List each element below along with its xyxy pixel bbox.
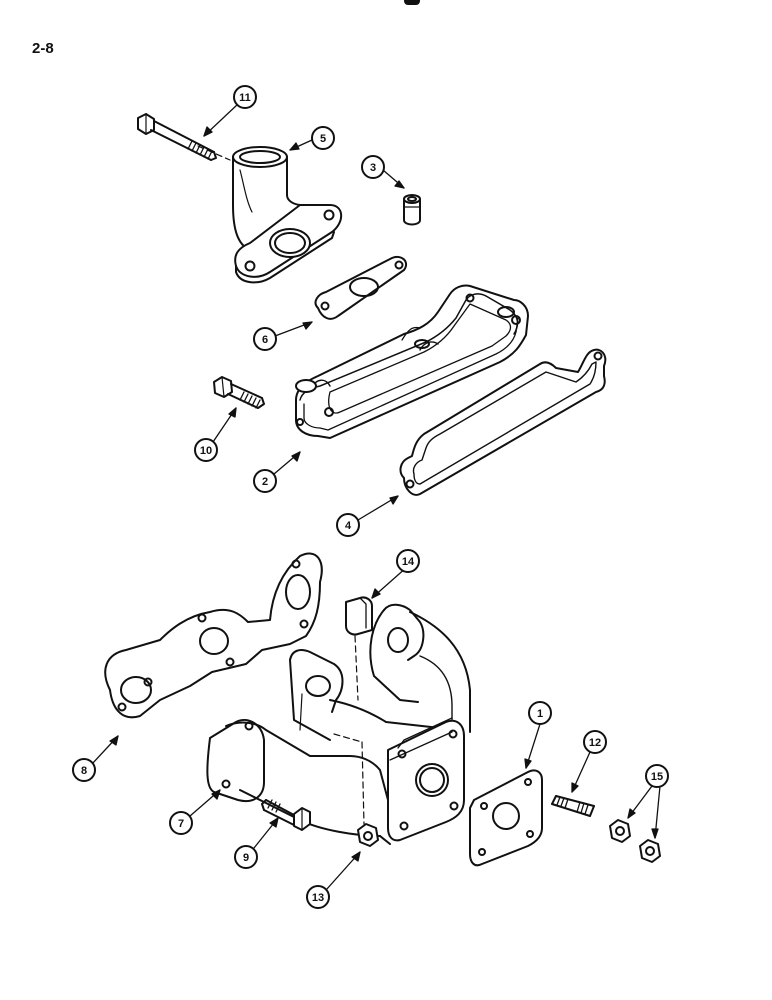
callout-label-10: 10 bbox=[200, 445, 212, 457]
leader-lines bbox=[91, 103, 661, 891]
part-15-nuts bbox=[609, 819, 661, 863]
callout-c11: 11 bbox=[233, 85, 257, 109]
callout-c7: 7 bbox=[169, 811, 193, 835]
part-2-water-manifold bbox=[295, 284, 529, 439]
callout-c2: 2 bbox=[253, 469, 277, 493]
part-8-gasket bbox=[104, 552, 323, 719]
callout-label-13: 13 bbox=[312, 892, 324, 904]
callout-c13: 13 bbox=[306, 885, 330, 909]
page-number: 2-8 bbox=[32, 40, 54, 57]
callout-c8: 8 bbox=[72, 758, 96, 782]
assembly-lines bbox=[197, 145, 365, 825]
callout-label-2: 2 bbox=[262, 476, 268, 488]
part-12-stud bbox=[551, 795, 595, 817]
part-14-clip bbox=[345, 596, 373, 636]
part-9-bolt bbox=[261, 799, 311, 831]
callout-label-6: 6 bbox=[262, 334, 268, 346]
callout-c15: 15 bbox=[645, 764, 669, 788]
callout-label-12: 12 bbox=[589, 737, 601, 749]
callout-c12: 12 bbox=[583, 730, 607, 754]
header-fragment bbox=[404, 0, 420, 5]
callout-label-8: 8 bbox=[81, 765, 87, 777]
part-4-gasket bbox=[399, 348, 607, 496]
callout-c6: 6 bbox=[253, 327, 277, 351]
callout-label-15: 15 bbox=[651, 771, 663, 783]
callout-label-5: 5 bbox=[320, 133, 326, 145]
callout-c9: 9 bbox=[234, 845, 258, 869]
callout-c3: 3 bbox=[361, 155, 385, 179]
part-11-bolt bbox=[137, 113, 217, 161]
part-13-nut bbox=[357, 823, 379, 847]
part-6-gasket bbox=[314, 256, 408, 320]
callout-label-11: 11 bbox=[239, 92, 251, 104]
callout-c5: 5 bbox=[311, 126, 335, 150]
callout-label-1: 1 bbox=[537, 708, 543, 720]
callout-c14: 14 bbox=[396, 549, 420, 573]
part-3-plug bbox=[403, 194, 421, 226]
callout-label-3: 3 bbox=[370, 162, 376, 174]
callout-label-9: 9 bbox=[243, 852, 249, 864]
part-1-gasket bbox=[469, 769, 543, 867]
callout-label-14: 14 bbox=[402, 556, 415, 568]
part-5-water-outlet bbox=[232, 146, 343, 284]
callout-c4: 4 bbox=[336, 513, 360, 537]
callout-c10: 10 bbox=[194, 438, 218, 462]
callout-label-7: 7 bbox=[178, 818, 184, 830]
part-10-bolt bbox=[213, 376, 265, 409]
callout-label-4: 4 bbox=[345, 520, 352, 532]
callout-c1: 1 bbox=[528, 701, 552, 725]
